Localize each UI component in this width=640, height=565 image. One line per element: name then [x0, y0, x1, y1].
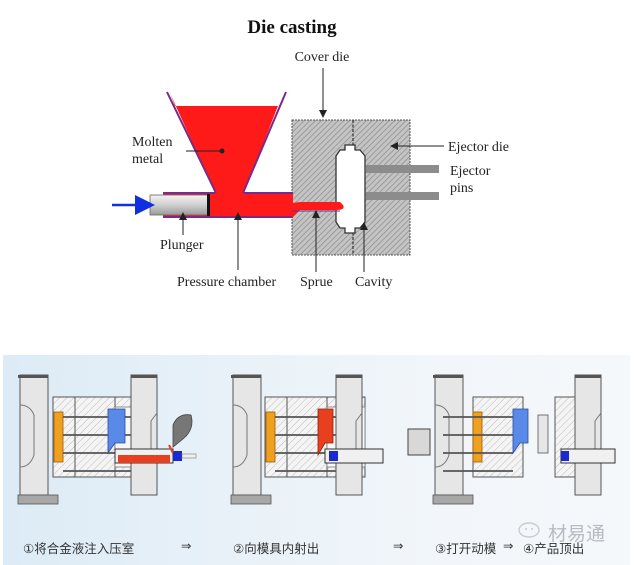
molten-metal-funnel — [170, 93, 283, 193]
label-cavity: Cavity — [355, 275, 392, 290]
label-ejector-die: Ejector die — [448, 140, 509, 155]
stage-3-illustration — [407, 374, 549, 505]
casting — [512, 408, 529, 455]
label-ejector-pins-2: pins — [450, 181, 473, 196]
label-molten-metal-2: metal — [132, 152, 163, 167]
cavity — [335, 144, 366, 234]
ejector-plate — [472, 411, 483, 463]
label-molten-metal: Molten — [132, 135, 172, 150]
stage-1-illustration — [17, 374, 197, 505]
shot-sleeve — [149, 192, 293, 218]
biscuit — [561, 451, 569, 461]
plunger-tip — [173, 451, 182, 461]
ejector-plate — [265, 411, 276, 463]
ejector-pin — [366, 192, 439, 200]
casting — [317, 408, 334, 457]
watermark: 材易通 — [548, 523, 606, 545]
plunger-tip — [329, 451, 338, 461]
ladle — [172, 414, 193, 448]
step-arrow: ⇒ — [503, 538, 514, 553]
shot-sleeve — [324, 448, 384, 464]
casting — [107, 408, 126, 455]
plunger — [149, 194, 209, 216]
die-block — [291, 119, 439, 256]
step-3-caption: ③打开动模 — [435, 541, 497, 556]
step-2-caption: ②向模具内射出 — [233, 541, 320, 556]
step-1-caption: ①将合金液注入压室 — [23, 541, 135, 556]
process-steps-panel: 材易通 ①将合金液注入压室 ⇒ ②向模具内射出 ⇒ ③打开动模 ⇒ ④产品顶出 — [3, 355, 630, 565]
die-casting-diagram: Die casting Cover die Molten metal Eject… — [112, 17, 509, 290]
hydraulic-cylinder — [407, 428, 431, 456]
label-sprue: Sprue — [300, 275, 333, 290]
diagram-title: Die casting — [247, 17, 337, 38]
shot-sleeve — [560, 448, 616, 464]
ejector-pin — [366, 165, 439, 173]
label-ejector-pins: Ejector — [450, 164, 491, 179]
step-4-caption: ④产品顶出 — [523, 541, 585, 556]
stage-2-illustration — [230, 374, 384, 505]
process-illustrations — [17, 374, 616, 505]
step-arrow: ⇒ — [393, 538, 404, 553]
ejector-plate — [53, 411, 64, 463]
molten-metal — [118, 455, 170, 463]
wechat-icon — [518, 522, 540, 538]
label-cover-die: Cover die — [295, 50, 350, 65]
label-plunger: Plunger — [160, 238, 204, 253]
step-arrow: ⇒ — [181, 538, 192, 553]
stage-4-illustration — [554, 374, 616, 496]
label-pressure-chamber: Pressure chamber — [177, 275, 276, 290]
